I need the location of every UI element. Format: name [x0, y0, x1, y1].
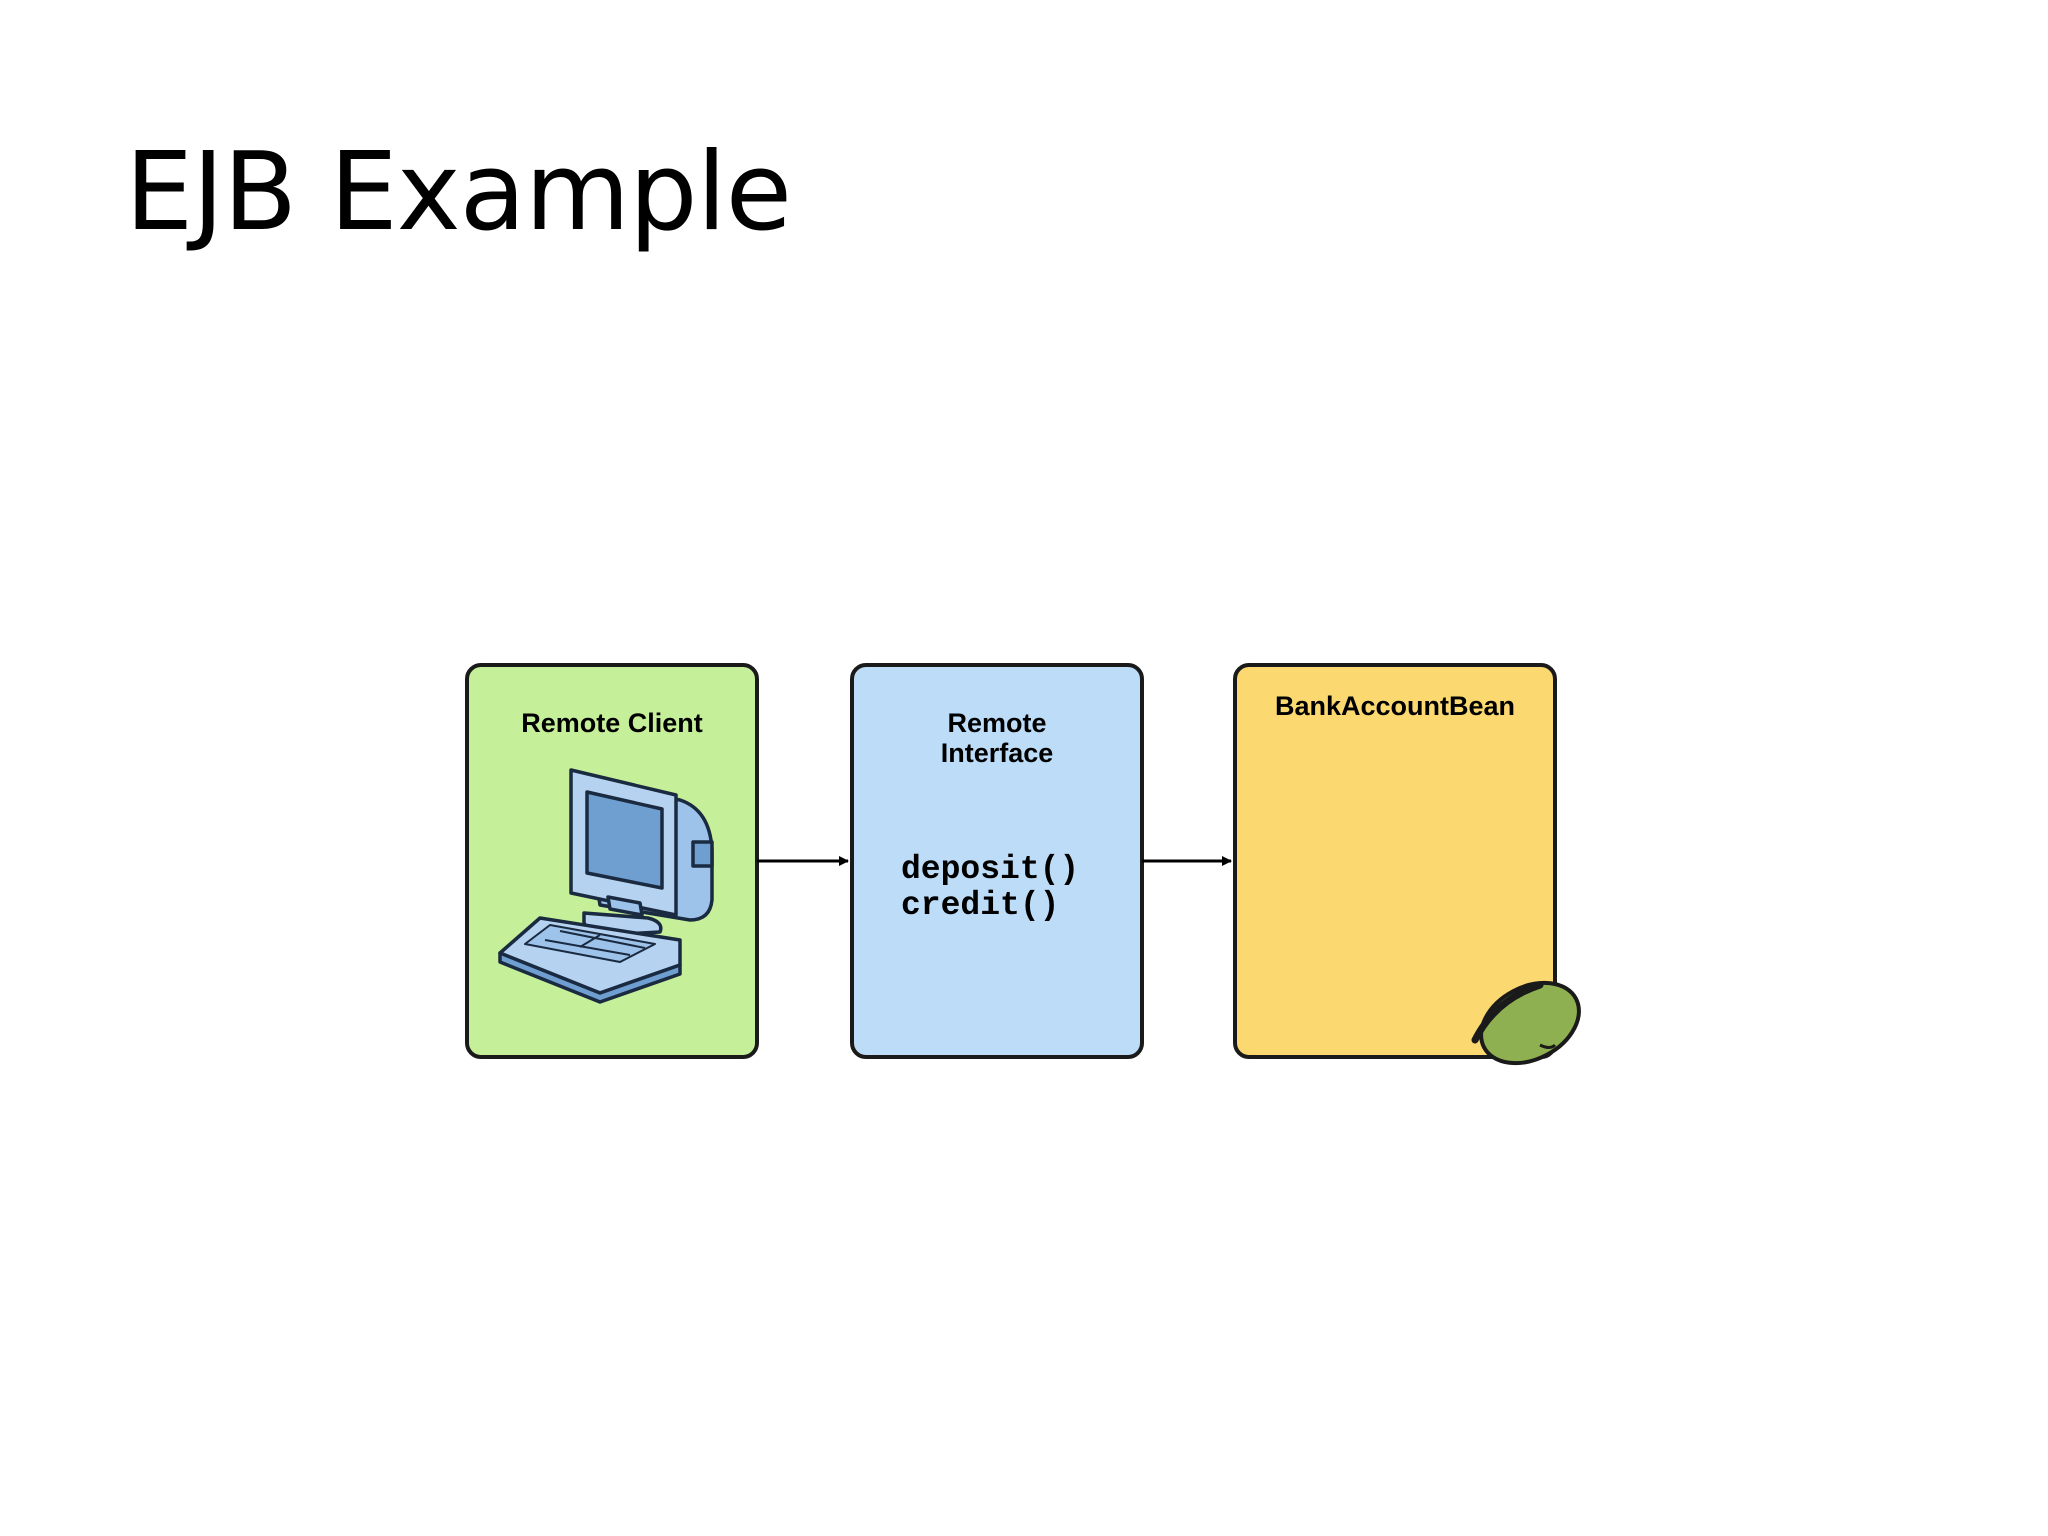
remote-interface-label-line1: Remote — [947, 708, 1046, 738]
desktop-computer-icon — [498, 768, 714, 1004]
bank-account-bean-label: BankAccountBean — [1275, 691, 1515, 721]
remote-client-label: Remote Client — [521, 708, 703, 738]
java-bean-icon — [1471, 980, 1581, 1066]
remote-interface-label-line2: Interface — [941, 738, 1054, 768]
method-deposit: deposit() — [901, 851, 1079, 888]
remote-interface-box: Remote Interface deposit() credit() — [850, 663, 1144, 1059]
bank-account-bean-box: BankAccountBean — [1233, 663, 1581, 1066]
slide-title: EJB Example — [125, 130, 792, 255]
method-credit: credit() — [901, 887, 1059, 924]
remote-client-box: Remote Client — [465, 663, 759, 1059]
